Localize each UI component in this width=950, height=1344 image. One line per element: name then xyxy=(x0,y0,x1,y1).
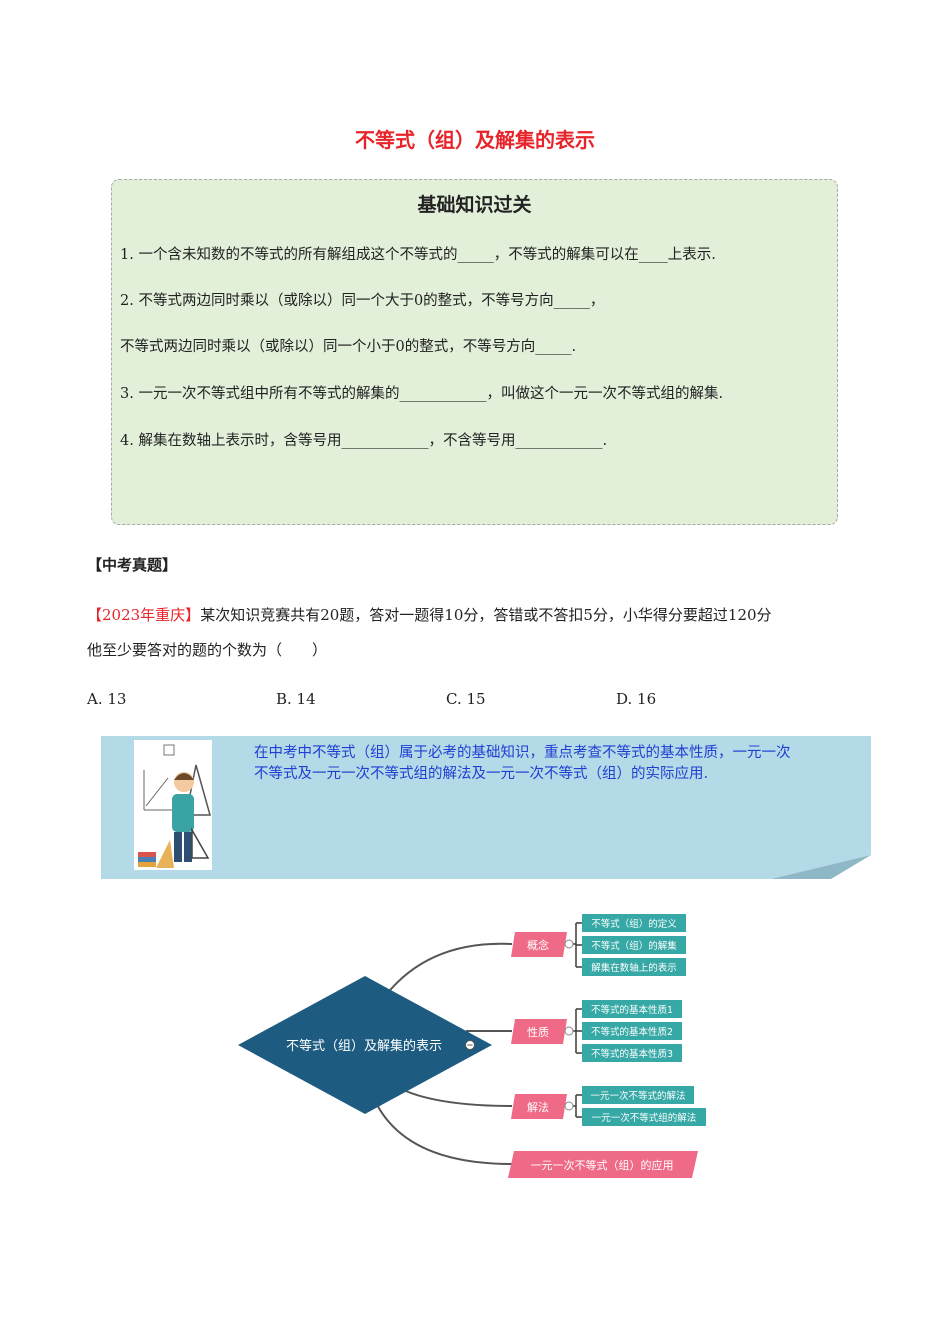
branch-concept-label: 概念 xyxy=(527,938,549,952)
teacher-illustration xyxy=(134,740,212,870)
tip-line-2: 不等式及一元一次不等式组的解法及一元一次不等式（组）的实际应用. xyxy=(254,766,709,782)
option-b: B. 14 xyxy=(276,690,316,708)
knowledge-item-1: 1. 一个含未知数的不等式的所有解组成这个不等式的_____，不等式的解集可以在… xyxy=(120,247,716,263)
knowledge-box: 基础知识过关 1. 一个含未知数的不等式的所有解组成这个不等式的_____，不等… xyxy=(111,179,838,525)
connector-concept xyxy=(385,942,513,996)
branch-method-label: 解法 xyxy=(527,1100,549,1114)
question-line-2: 他至少要答对的题的个数为（ ） xyxy=(87,641,328,659)
branch-application xyxy=(508,1151,698,1178)
child-concept-2-label: 不等式（组）的解集 xyxy=(591,940,677,952)
center-node xyxy=(238,976,492,1114)
knowledge-item-2b: 不等式两边同时乘以（或除以）同一个小于0的整式，不等号方向_____. xyxy=(120,339,577,355)
tip-text: 在中考中不等式（组）属于必考的基础知识，重点考查不等式的基本性质，一元一次 不等… xyxy=(254,743,854,785)
child-method-2-label: 一元一次不等式组的解法 xyxy=(592,1112,697,1124)
branch-concept-toggle-icon[interactable] xyxy=(564,939,574,949)
knowledge-item-4: 4. 解集在数轴上表示时，含等号用____________，不含等号用_____… xyxy=(120,433,608,449)
section-label: 【中考真题】 xyxy=(87,556,178,574)
tip-line-1: 在中考中不等式（组）属于必考的基础知识，重点考查不等式的基本性质，一元一次 xyxy=(254,745,791,761)
page-title: 不等式（组）及解集的表示 xyxy=(355,128,595,152)
branch-property-label: 性质 xyxy=(527,1025,549,1039)
child-property-1-label: 不等式的基本性质1 xyxy=(591,1004,673,1016)
question-tag: 【2023年重庆】 xyxy=(87,606,201,624)
child-method-1-label: 一元一次不等式的解法 xyxy=(590,1090,685,1102)
branch-method-toggle-icon[interactable] xyxy=(564,1101,574,1111)
child-property-2 xyxy=(582,1022,682,1040)
child-property-1 xyxy=(582,1000,682,1018)
branch-property xyxy=(511,1019,567,1044)
child-concept-3 xyxy=(582,958,686,976)
knowledge-item-2: 2. 不等式两边同时乘以（或除以）同一个大于0的整式，不等号方向_____， xyxy=(120,293,605,309)
option-c: C. 15 xyxy=(446,690,486,708)
branch-property-toggle-icon[interactable] xyxy=(564,1026,574,1036)
child-concept-2 xyxy=(582,936,686,954)
child-method-2 xyxy=(582,1108,706,1126)
option-d: D. 16 xyxy=(616,690,657,708)
tip-banner: 在中考中不等式（组）属于必考的基础知识，重点考查不等式的基本性质，一元一次 不等… xyxy=(101,736,871,879)
branch-method xyxy=(511,1094,567,1119)
branch-application-label: 一元一次不等式（组）的应用 xyxy=(531,1158,674,1172)
child-property-3 xyxy=(582,1044,682,1062)
question-line-1: 【2023年重庆】某次知识竞赛共有20题，答对一题得10分，答错或不答扣5分，小… xyxy=(87,604,772,625)
branch-concept xyxy=(511,932,567,957)
knowledge-heading: 基础知识过关 xyxy=(417,194,532,216)
option-a: A. 13 xyxy=(87,690,127,708)
connector-application xyxy=(371,1093,513,1165)
child-property-2-label: 不等式的基本性质2 xyxy=(591,1026,673,1038)
child-concept-1 xyxy=(582,914,686,932)
question-text-1: 某次知识竞赛共有20题，答对一题得10分，答错或不答扣5分，小华得分要超过120… xyxy=(200,606,772,624)
child-concept-3-label: 解集在数轴上的表示 xyxy=(591,962,677,974)
page-fold-corner xyxy=(771,855,871,879)
child-property-3-label: 不等式的基本性质3 xyxy=(591,1048,673,1060)
child-method-1 xyxy=(582,1086,694,1104)
center-node-label: 不等式（组）及解集的表示 xyxy=(286,1038,442,1054)
knowledge-item-3: 3. 一元一次不等式组中所有不等式的解集的____________，叫做这个一元… xyxy=(120,386,724,402)
child-concept-1-label: 不等式（组）的定义 xyxy=(591,918,677,930)
